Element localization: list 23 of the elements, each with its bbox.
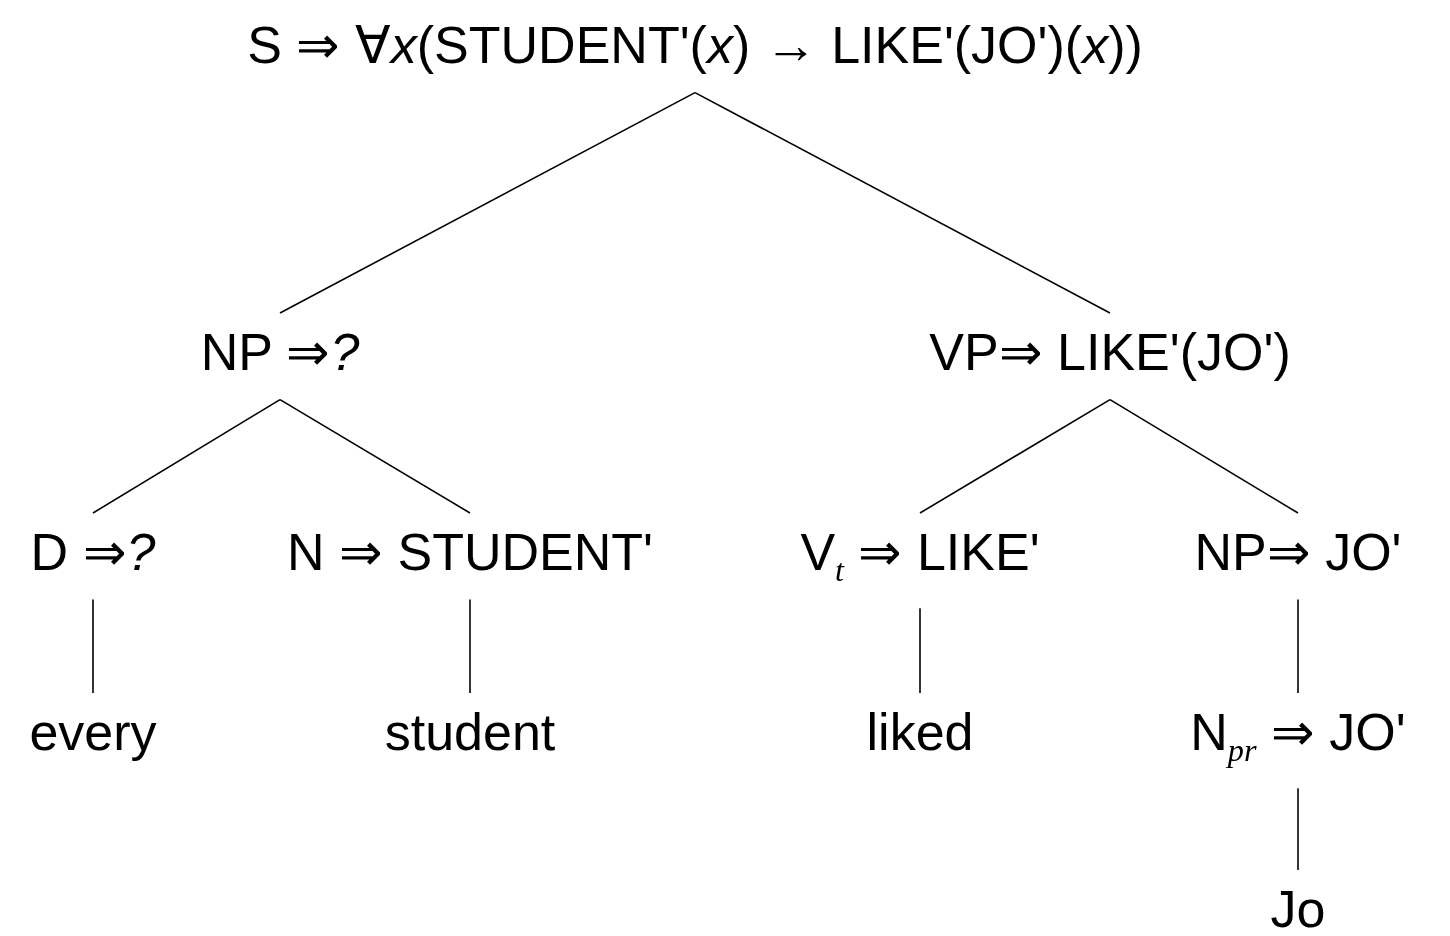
tree-node-label: student bbox=[384, 705, 556, 760]
tree-branch-line bbox=[694, 91, 1111, 314]
tree-node-label: Jo bbox=[1270, 882, 1326, 936]
tree-branch-line bbox=[279, 398, 471, 514]
tree-node-label: N$_{pr}$ ⇒ JO' bbox=[1190, 705, 1406, 769]
tree-node-label: liked bbox=[866, 705, 974, 760]
tree-branch-line bbox=[919, 607, 921, 694]
tree-branch-line bbox=[919, 398, 1111, 514]
tree-branch-line bbox=[1297, 787, 1299, 871]
tree-node-label: V$_{t}$ ⇒ LIKE' bbox=[800, 525, 1040, 589]
tree-node-label: every bbox=[29, 705, 157, 760]
tree-node-label: VP⇒ LIKE'(JO') bbox=[929, 325, 1291, 380]
tree-node-label: S ⇒ ∀x(STUDENT'(x) → LIKE'(JO')(x)) bbox=[247, 18, 1143, 73]
tree-node-label: N ⇒ STUDENT' bbox=[287, 525, 653, 580]
tree-branch-line bbox=[1109, 398, 1299, 514]
tree-branch-line bbox=[469, 598, 471, 694]
tree-branch-line bbox=[92, 598, 94, 694]
tree-branch-line bbox=[92, 398, 281, 514]
tree-branch-line bbox=[1297, 598, 1299, 694]
tree-node-label: D ⇒? bbox=[30, 525, 156, 580]
tree-node-label: NP ⇒? bbox=[200, 325, 360, 380]
tree-node-label: NP⇒ JO' bbox=[1194, 525, 1402, 580]
tree-branch-line bbox=[279, 91, 696, 314]
